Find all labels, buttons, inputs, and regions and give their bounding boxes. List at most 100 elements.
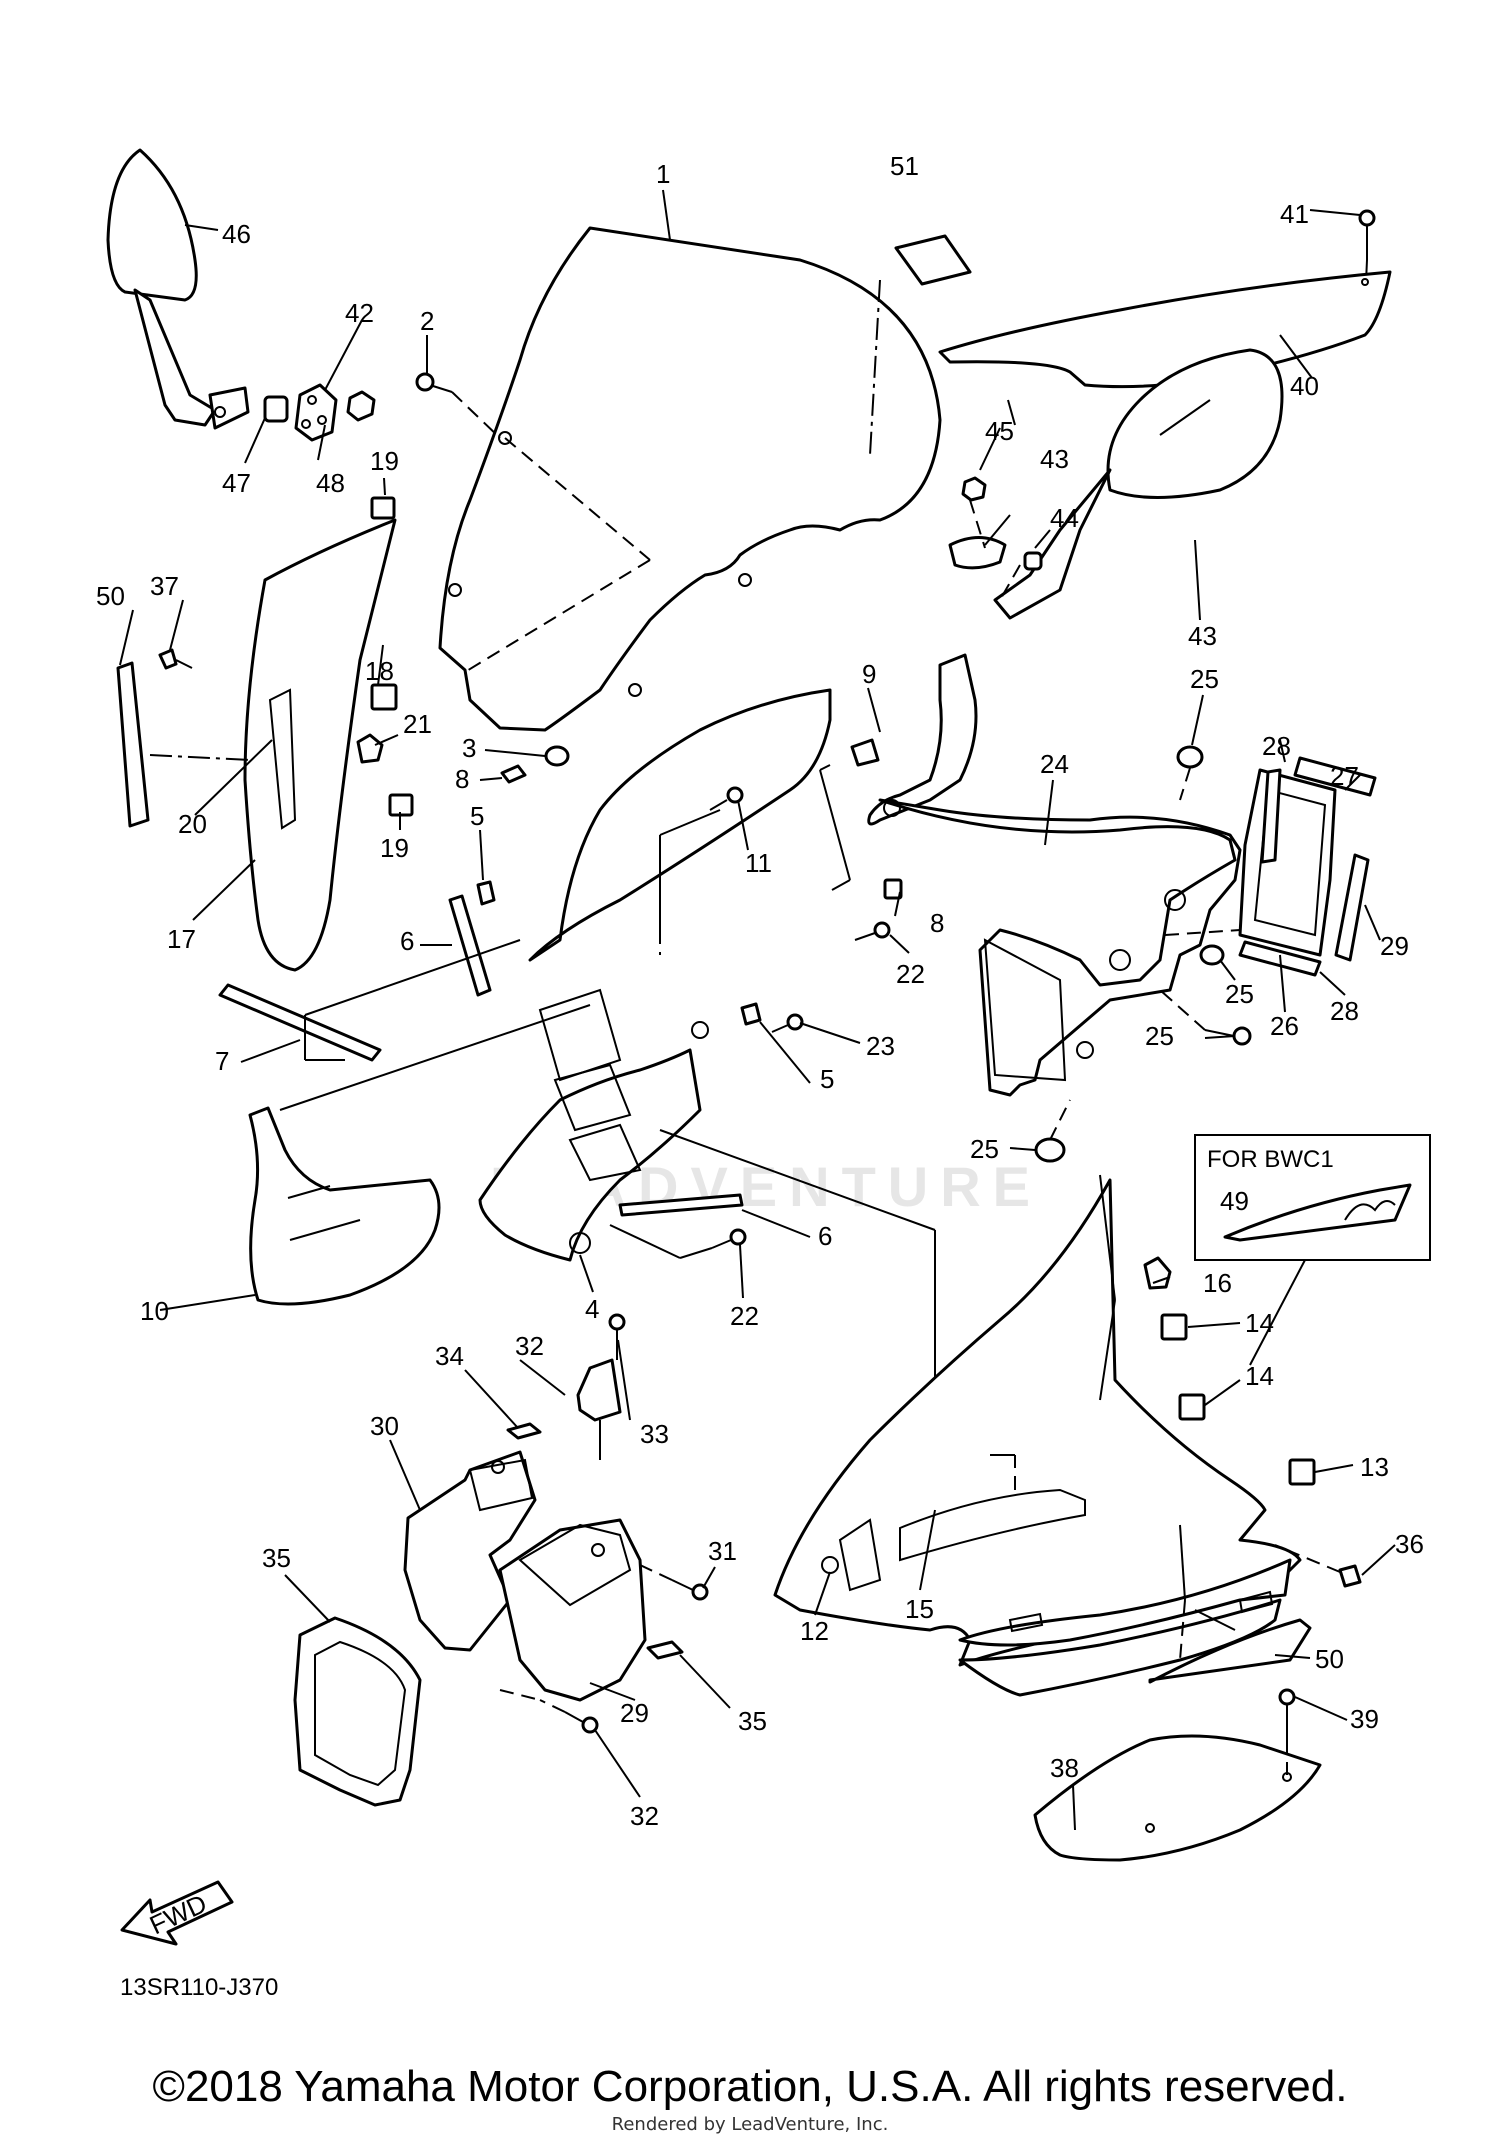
part-32-screw-lower: [564, 1711, 599, 1734]
part-25-grommet-b: [1199, 944, 1225, 966]
label-6-lower: 6: [818, 1221, 832, 1251]
label-27: 26: [1270, 1011, 1299, 1041]
label-10: 10: [140, 1296, 169, 1326]
part-52-label: [894, 234, 972, 286]
part-11-screw: [709, 786, 744, 811]
label-19-upper: 19: [370, 446, 399, 476]
part-44-right-mirror: [993, 348, 1284, 620]
part-35-pad-lower: [646, 1640, 684, 1660]
part-32-screw-right: [671, 1579, 709, 1601]
rendered-by-notice: Rendered by LeadVenture, Inc.: [611, 2114, 889, 2135]
label-41: 40: [1290, 371, 1319, 401]
label-51: 50: [96, 581, 125, 611]
part-28-seal-upper: [1293, 756, 1377, 797]
label-50-lower: 50: [1315, 1644, 1344, 1674]
label-19-lower: 19: [380, 833, 409, 863]
part-50-decal: [1148, 1618, 1312, 1684]
part-3-grommet: [544, 745, 570, 767]
label-15: 15: [905, 1594, 934, 1624]
part-7-strip: [218, 983, 382, 1062]
fwd-arrow-label: FWD: [145, 1888, 211, 1940]
part-30-duct: [498, 1518, 647, 1702]
copyright-notice: ©2018 Yamaha Motor Corporation, U.S.A. A…: [152, 2062, 1348, 2111]
label-46: 45: [985, 416, 1014, 446]
label-13: 13: [1360, 1452, 1389, 1482]
fwd-arrow-icon: FWD: [120, 1880, 234, 1946]
label-49: 48: [316, 468, 345, 498]
part-6-strip-lower: [618, 1193, 744, 1217]
label-48: 47: [222, 468, 251, 498]
label-23: 23: [866, 1031, 895, 1061]
label-25-a: 25: [1190, 664, 1219, 694]
part-23-screw: [771, 1013, 804, 1033]
part-5-pad-right: [740, 1002, 762, 1026]
part-36-intake-grille: [293, 1616, 422, 1807]
label-29-upper: 28: [1262, 731, 1291, 761]
label-38: 37: [150, 571, 179, 601]
label-26: 25: [1145, 1021, 1174, 1051]
label-18: 18: [365, 656, 394, 686]
label-30: 29: [620, 1698, 649, 1728]
callout-box-bwc1: FOR BWC1: [1194, 1134, 1431, 1261]
part-21-nut: [356, 733, 384, 764]
label-17: 17: [167, 924, 196, 954]
part-14-clip-lower: [1178, 1393, 1206, 1421]
part-33-sensor: [576, 1358, 622, 1460]
part-14-clip-upper: [1160, 1313, 1188, 1341]
label-22-lower: 22: [730, 1301, 759, 1331]
label-25-b: 25: [1225, 979, 1254, 1009]
label-20: 20: [178, 809, 207, 839]
part-8-pad-left: [500, 764, 527, 784]
label-34: 33: [640, 1419, 669, 1449]
part-26-bolt: [1204, 1026, 1252, 1046]
label-50-box: 49: [1220, 1186, 1249, 1216]
part-43-plate-left: [294, 383, 338, 442]
part-2-screw: [415, 372, 453, 393]
label-2: 2: [420, 306, 434, 336]
callout-numbers: 1 2 3 4 5 5 6 6 7 8 8 9 10 11 12 13 14 1…: [96, 151, 1424, 1831]
part-34-screw: [608, 1313, 626, 1360]
label-3: 3: [462, 733, 476, 763]
callout-box-label: FOR BWC1: [1207, 1146, 1334, 1173]
part-38-rivet: [158, 648, 193, 670]
label-5-right: 5: [820, 1064, 834, 1094]
label-14-upper: 14: [1245, 1308, 1274, 1338]
label-28-upper: 27: [1330, 761, 1359, 791]
part-22-screw-lower: [711, 1228, 747, 1249]
label-35-upper: 34: [435, 1341, 464, 1371]
label-24: 24: [1040, 749, 1069, 779]
part-9-rivet: [850, 738, 880, 767]
label-43-left: 42: [345, 298, 374, 328]
part-12-side-cowling: [773, 1178, 1302, 1697]
label-11: 11: [745, 848, 772, 878]
part-29-seal-right: [1334, 853, 1370, 962]
reference-code: 13SR110-J370: [120, 1974, 278, 2001]
part-27-duct: [1238, 768, 1337, 957]
label-5-left: 5: [470, 801, 484, 831]
label-36: 35: [262, 1543, 291, 1573]
part-17-side-cover: [243, 518, 397, 972]
label-25-c: 25: [970, 1134, 999, 1164]
label-31: 30: [370, 1411, 399, 1441]
label-35-lower: 35: [738, 1706, 767, 1736]
label-9: 9: [862, 659, 876, 689]
label-7: 7: [215, 1046, 229, 1076]
part-41-top-cover: [938, 270, 1392, 389]
label-21: 21: [403, 709, 432, 739]
part-25-grommet-c: [1034, 1137, 1066, 1163]
part-37-rivet: [1274, 1544, 1362, 1588]
part-13-clip: [1288, 1458, 1316, 1486]
label-47: 46: [222, 219, 251, 249]
label-8-left: 8: [455, 764, 469, 794]
label-28-lower: 28: [1330, 996, 1359, 1026]
part-4-inner-panel: [478, 688, 832, 1262]
label-12: 12: [800, 1616, 829, 1646]
label-8-right: 8: [930, 908, 944, 938]
part-40-screw: [1278, 1688, 1296, 1740]
part-22-screw-upper: [854, 921, 891, 941]
part-1-windshield: [438, 226, 942, 732]
part-51-trim-strip: [116, 661, 150, 828]
label-32-lower: 32: [630, 1801, 659, 1831]
part-46-nut: [961, 476, 987, 502]
